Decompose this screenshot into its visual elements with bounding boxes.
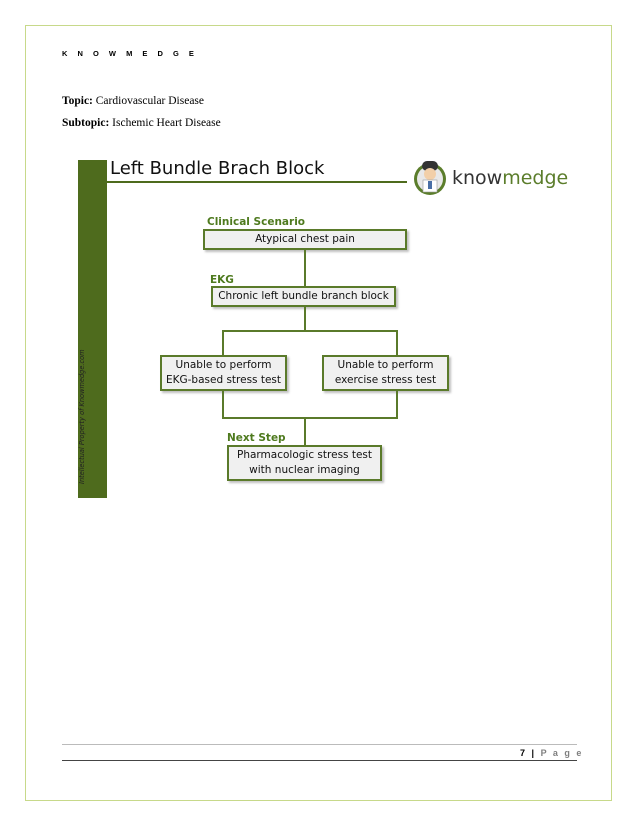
connector-merge-left: [222, 391, 224, 418]
page-border: [25, 25, 612, 801]
connector-merge-horizontal: [222, 417, 398, 419]
connector-merge-next: [304, 417, 306, 445]
label-next-step: Next Step: [227, 432, 286, 444]
box-option-exercise-line1: Unable to perform: [337, 359, 434, 372]
connector-ekg-split: [304, 307, 306, 331]
footer-page-number: 7 | P a g e: [520, 748, 584, 758]
box-clinical-scenario: Atypical chest pain: [203, 229, 407, 250]
connector-split-left: [222, 330, 224, 355]
knowmedge-logo: knowmedge: [412, 157, 568, 199]
header-brand: K N O W M E D G E: [62, 49, 198, 58]
subtopic-line: Subtopic: Ischemic Heart Disease: [62, 117, 221, 129]
topic-line: Topic: Cardiovascular Disease: [62, 95, 204, 107]
logo-wordmark: knowmedge: [452, 167, 569, 189]
label-clinical-scenario: Clinical Scenario: [207, 216, 306, 228]
connector-merge-right: [396, 391, 398, 418]
box-next-step-line1: Pharmacologic stress test: [236, 449, 373, 462]
footer-rule-bottom: [62, 760, 577, 761]
footer-rule-top: [62, 744, 577, 745]
diagram-title: Left Bundle Brach Block: [110, 158, 325, 179]
topic-value: Cardiovascular Disease: [95, 95, 205, 107]
connector-split-right: [396, 330, 398, 355]
box-option-exercise-stress: Unable to perform exercise stress test: [322, 355, 449, 391]
connector-scenario-ekg: [304, 250, 306, 286]
box-ekg: Chronic left bundle branch block: [211, 286, 396, 307]
box-option-ekg-stress: Unable to perform EKG-based stress test: [160, 355, 287, 391]
sidebar-copyright-text: Intellectual Property of Knowmedge.com: [78, 349, 86, 484]
title-underline: [107, 181, 407, 183]
box-clinical-scenario-text: Atypical chest pain: [255, 233, 355, 246]
box-next-step-line2: with nuclear imaging: [249, 464, 360, 476]
topic-label: Topic:: [62, 95, 93, 107]
subtopic-label: Subtopic:: [62, 117, 110, 129]
connector-split-horizontal: [222, 330, 398, 332]
box-next-step: Pharmacologic stress test with nuclear i…: [227, 445, 382, 481]
box-ekg-text: Chronic left bundle branch block: [218, 290, 389, 303]
subtopic-value: Ischemic Heart Disease: [112, 117, 221, 129]
flowchart-diagram: Intellectual Property of Knowmedge.com L…: [62, 150, 568, 510]
box-option-ekg-line1: Unable to perform: [175, 359, 272, 372]
box-option-exercise-line2: exercise stress test: [334, 374, 437, 386]
sidebar-bar: [78, 160, 107, 498]
label-ekg: EKG: [210, 274, 234, 286]
doctor-mascot-icon: [414, 161, 446, 195]
box-option-ekg-line2: EKG-based stress test: [165, 374, 282, 386]
